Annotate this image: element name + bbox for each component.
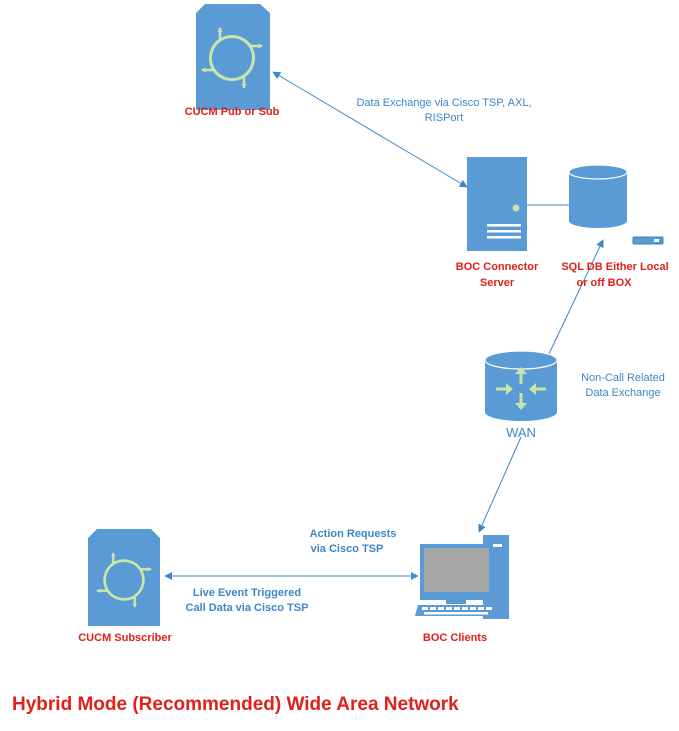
wan-link-label: Non-Call Related Data Exchange bbox=[581, 372, 665, 399]
database-icon bbox=[568, 164, 628, 228]
connector-wan-clients bbox=[478, 436, 522, 533]
call-manager-icon bbox=[196, 4, 270, 110]
wan-link-label-line2: Data Exchange bbox=[585, 387, 660, 399]
connector-line bbox=[547, 239, 604, 357]
boc-server-node[interactable]: BOC Connector Server bbox=[456, 157, 539, 289]
action-requests-label-line2: via Cisco TSP bbox=[311, 543, 384, 555]
boc-clients-node[interactable]: BOC Clients bbox=[415, 535, 509, 644]
action-requests-label-line1: Action Requests bbox=[310, 528, 397, 540]
connector-line bbox=[272, 71, 468, 188]
boc-clients-label: BOC Clients bbox=[423, 632, 487, 644]
desktop-computer-icon bbox=[415, 535, 509, 619]
connector-wan-db bbox=[547, 239, 604, 357]
pub-server-label-line1: Data Exchange via Cisco TSP, AXL, bbox=[356, 97, 531, 109]
server-tower-icon bbox=[467, 157, 527, 251]
call-manager-icon bbox=[88, 529, 160, 626]
wan-label: WAN bbox=[506, 425, 536, 440]
rack-unit-icon bbox=[632, 236, 664, 245]
cucm-subscriber-node[interactable]: CUCM Subscriber bbox=[78, 529, 172, 644]
sql-db-label-line1: SQL DB Either Local bbox=[561, 261, 668, 273]
live-events-label-line1: Live Event Triggered bbox=[193, 587, 301, 599]
live-events-label: Live Event Triggered Call Data via Cisco… bbox=[186, 587, 309, 614]
sql-db-label-line2: or off BOX bbox=[577, 277, 633, 289]
cucm-pub-node[interactable]: CUCM Pub or Sub bbox=[185, 4, 280, 118]
boc-server-label-line2: Server bbox=[480, 277, 515, 289]
wan-link-label-line1: Non-Call Related bbox=[581, 372, 665, 384]
live-events-label-line2: Call Data via Cisco TSP bbox=[186, 602, 309, 614]
diagram-title: Hybrid Mode (Recommended) Wide Area Netw… bbox=[12, 694, 459, 715]
connector-line bbox=[478, 436, 522, 533]
pub-server-label-line2: RISPort bbox=[425, 112, 464, 124]
connector-pub-server bbox=[272, 71, 468, 188]
wan-node[interactable]: WAN bbox=[484, 350, 558, 440]
boc-server-label-line1: BOC Connector bbox=[456, 261, 539, 273]
sql-db-node[interactable]: SQL DB Either Local or off BOX bbox=[561, 164, 669, 289]
cucm-pub-label: CUCM Pub or Sub bbox=[185, 106, 280, 118]
action-requests-label: Action Requests via Cisco TSP bbox=[310, 528, 397, 555]
router-icon bbox=[484, 350, 558, 421]
pub-server-label: Data Exchange via Cisco TSP, AXL, RISPor… bbox=[356, 97, 531, 124]
cucm-subscriber-label: CUCM Subscriber bbox=[78, 632, 172, 644]
